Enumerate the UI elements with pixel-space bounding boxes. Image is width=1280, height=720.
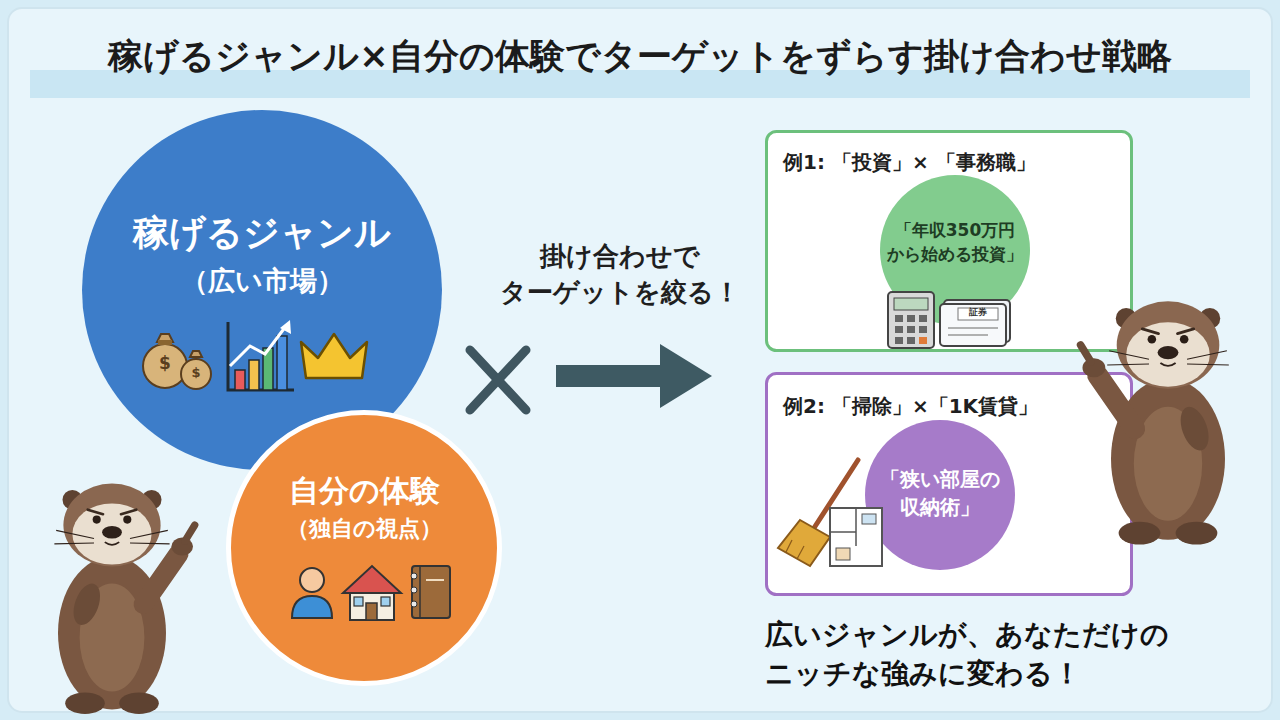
example-heading: 例1: 「投資」× 「事務職」: [783, 148, 1123, 176]
circle-heading: 稼げるジャンル: [82, 208, 442, 258]
box-fill: [767, 374, 1132, 595]
otter-mascot: [54, 484, 194, 714]
result-circle: 「年収350万円 から始める投資」: [880, 175, 1030, 325]
money-bag-icon: [143, 334, 211, 389]
circle-outline: [226, 410, 502, 686]
experience-circle: 自分の体験（独自の視点）: [226, 410, 502, 686]
circle-subtitle: （広い市場）: [82, 262, 442, 300]
flow-arrow: [556, 344, 712, 408]
page-panel: [8, 8, 1272, 712]
circle-subtitle: （独自の視点）: [226, 514, 502, 545]
box-fill: [767, 132, 1132, 351]
chart-icon: [228, 320, 294, 390]
multiply-symbol: [470, 350, 526, 410]
crown-icon: [301, 334, 367, 378]
calculator-icon: [888, 292, 934, 348]
closing-note: 広いジャンルが、あなただけの ニッチな強みに変わる！: [765, 615, 1235, 693]
example-box: 例1: 「投資」× 「事務職」「年収350万円 から始める投資」: [765, 130, 1133, 352]
house-icon: [343, 566, 401, 620]
result-circle: 「狭い部屋の 収納術」: [865, 420, 1015, 570]
floor-plan-icon: [830, 508, 882, 566]
result-text: 「年収350万円 から始める投資」: [880, 219, 1030, 267]
broom-icon: [778, 460, 858, 566]
example-heading: 例2: 「掃除」×「1K賃貸」: [783, 392, 1123, 420]
circle-heading: 自分の体験: [226, 470, 502, 512]
arrow-label: 掛け合わせで ターゲットを絞る！: [490, 238, 750, 311]
person-icon: [292, 568, 332, 618]
notebook-icon: [411, 566, 450, 618]
otter-mascot: [1081, 301, 1229, 544]
circle-fill: [229, 413, 500, 684]
diagram-title: 稼げるジャンル×自分の体験でターゲットをずらす掛け合わせ戦略: [0, 34, 1280, 80]
circle-fill: [865, 420, 1015, 570]
result-text: 「狭い部屋の 収納術」: [865, 465, 1015, 521]
securities-card-icon: [940, 300, 1010, 346]
example-box: 例2: 「掃除」×「1K賃貸」「狭い部屋の 収納術」: [765, 372, 1133, 596]
circle-fill: [880, 175, 1030, 325]
